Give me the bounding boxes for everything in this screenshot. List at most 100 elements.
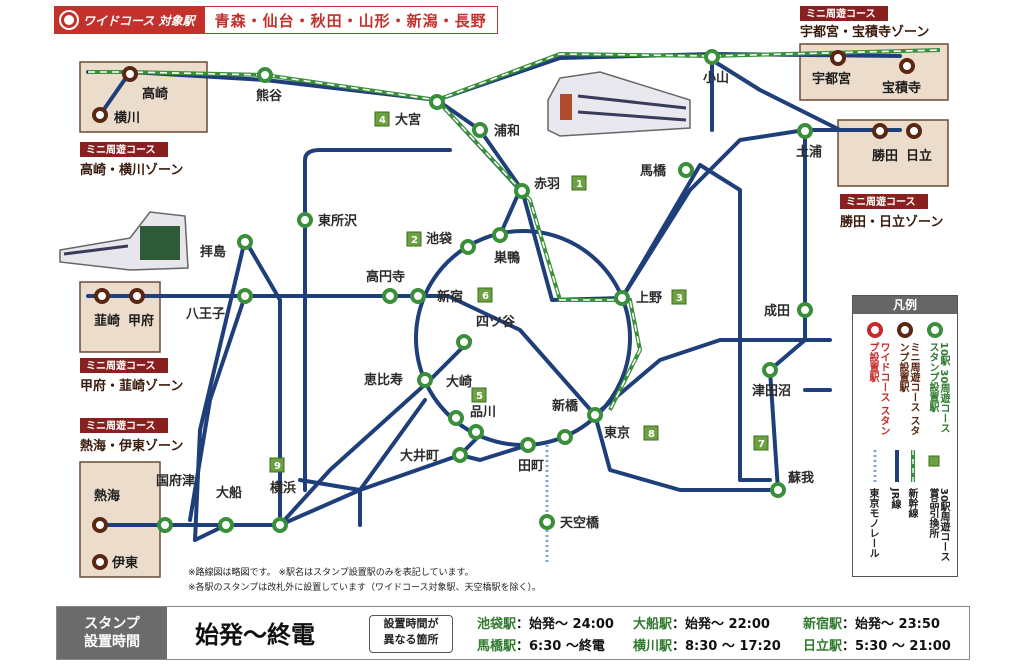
station-soga[interactable]	[770, 482, 786, 498]
label-oyama: 小山	[703, 70, 729, 86]
marker-8-text: 8	[648, 429, 655, 440]
footer-hours: 始発〜終電	[195, 621, 315, 649]
label-yokohama: 横浜	[270, 480, 296, 496]
station-tsuchiura[interactable]	[797, 123, 813, 139]
exception-station: 横川駅	[633, 639, 673, 654]
label-tsudanuma: 津田沼	[752, 383, 791, 399]
exception-hours: ：6:30 〜終電	[516, 639, 605, 654]
marker-3-text: 3	[676, 293, 683, 304]
station-utsunomiya[interactable]	[830, 50, 846, 66]
station-oyama[interactable]	[704, 49, 720, 65]
label-tamachi: 田町	[518, 459, 544, 474]
station-sugamo[interactable]	[492, 227, 508, 243]
tsudanuma-link	[738, 388, 772, 482]
zone-name-atami: 熱海・伊東ゾーン	[80, 438, 183, 454]
footer-diff-box: 設置時間が 異なる箇所	[369, 615, 453, 653]
station-atami[interactable]	[92, 517, 108, 533]
station-nirasaki[interactable]	[94, 288, 110, 304]
station-tamachi[interactable]	[520, 437, 536, 453]
station-tokyo[interactable]	[587, 407, 603, 423]
sagami-line	[188, 294, 247, 522]
exception-mabashi: 馬橋駅：6:30 〜終電	[477, 635, 605, 654]
station-omiya[interactable]	[429, 94, 445, 110]
footer-label-line2: 設置時間	[84, 634, 140, 650]
station-ebisu[interactable]	[417, 372, 433, 388]
station-urawa[interactable]	[472, 122, 488, 138]
tag-atami-text: ミニ周遊コース	[86, 419, 156, 432]
yokosuka-branch	[278, 338, 472, 527]
station-hoshakuji[interactable]	[899, 58, 915, 74]
train-illustration-left	[59, 211, 189, 271]
label-koenji: 高円寺	[366, 269, 405, 285]
mito-link-line	[710, 58, 902, 132]
station-katsuta[interactable]	[872, 123, 888, 139]
station-ofuna[interactable]	[218, 517, 234, 533]
wide-station-icon	[61, 12, 77, 28]
label-kumagaya: 熊谷	[256, 88, 283, 104]
station-yotsuya[interactable]	[456, 334, 472, 350]
label-shinagawa: 品川	[470, 405, 496, 420]
station-kofu[interactable]	[129, 288, 145, 304]
station-mabashi[interactable]	[678, 162, 694, 178]
station-kozu[interactable]	[157, 517, 173, 533]
station-oimachi[interactable]	[452, 447, 468, 463]
station-akabane[interactable]	[514, 183, 530, 199]
marker-3	[671, 289, 687, 305]
station-ueno[interactable]	[614, 290, 630, 306]
legend-tenthirty: 10駅 30周遊コース スタンプ設置駅	[927, 342, 949, 434]
chuo-rapid-line	[446, 294, 597, 417]
exception-hours: ：5:30 〜 21:00	[842, 639, 951, 654]
station-osaki[interactable]	[448, 410, 464, 426]
mini-stations	[92, 50, 922, 570]
station-tsudanuma[interactable]	[762, 362, 778, 378]
tag-katsuta-text: ミニ周遊コース	[846, 195, 916, 208]
marker-8	[643, 425, 659, 441]
station-shinagawa[interactable]	[468, 424, 484, 440]
label-tenkubashi: 天空橋	[560, 515, 600, 531]
station-koenji[interactable]	[382, 288, 398, 304]
label-shinjuku: 新宿	[437, 289, 463, 305]
exception-station: 池袋駅	[477, 617, 517, 632]
station-hachioji[interactable]	[237, 288, 253, 304]
station-hitachi[interactable]	[906, 123, 922, 139]
tag-katsuta	[840, 194, 928, 209]
station-takasaki[interactable]	[122, 66, 138, 82]
label-omiya: 大宮	[395, 112, 421, 128]
station-haijima[interactable]	[237, 234, 253, 250]
exception-station: 馬橋駅	[477, 639, 517, 654]
yokohama-line	[193, 238, 247, 542]
label-ueno: 上野	[636, 291, 662, 306]
legend-line-icons	[873, 450, 940, 482]
station-ikebukuro[interactable]	[460, 239, 476, 255]
station-yokokawa[interactable]	[92, 107, 108, 123]
station-shinjuku[interactable]	[410, 288, 426, 304]
zone-box-kofu	[79, 281, 161, 353]
marker-7	[753, 435, 769, 451]
tag-utsunomiya	[800, 6, 888, 21]
label-mabashi: 馬橋	[640, 163, 667, 179]
keiyo-line	[593, 413, 782, 492]
legend-mini-icon	[897, 322, 913, 338]
exception-hours: ：8:30 〜 17:20	[672, 639, 781, 654]
label-hachioji: 八王子	[185, 307, 225, 322]
label-ofuna: 大船	[216, 485, 242, 501]
label-shimbashi: 新橋	[552, 398, 579, 414]
label-ebisu: 恵比寿	[364, 372, 403, 388]
sobu-line	[593, 338, 832, 417]
station-tenkubashi[interactable]	[539, 514, 555, 530]
station-shimbashi[interactable]	[557, 429, 573, 445]
joban-line	[620, 128, 842, 300]
station-yokohama[interactable]	[272, 517, 288, 533]
station-higashitokorozawa[interactable]	[297, 212, 313, 228]
label-oimachi: 大井町	[400, 448, 439, 464]
wide-course-stations: 青森・仙台・秋田・山形・新潟・長野	[214, 11, 487, 30]
station-narita[interactable]	[797, 302, 813, 318]
legend-prize: 30駅周遊コース 賞品引換所	[927, 488, 949, 562]
footer-diff-line1: 設置時間が	[383, 617, 439, 630]
legend-station-icons	[867, 322, 943, 338]
station-ito[interactable]	[92, 554, 108, 570]
label-ikebukuro: 池袋	[426, 231, 453, 247]
station-kumagaya[interactable]	[257, 67, 273, 83]
tag-takasaki-text: ミニ周遊コース	[86, 143, 156, 156]
tag-utsunomiya-text: ミニ周遊コース	[806, 7, 876, 20]
